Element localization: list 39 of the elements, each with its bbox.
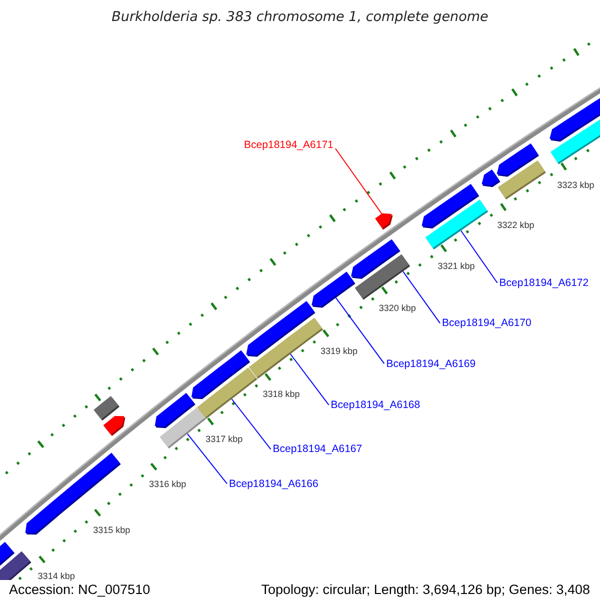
gene-bar — [160, 408, 206, 448]
map-title: Burkholderia sp. 383 chromosome 1, complete genome — [112, 10, 488, 26]
tick-label: 3321 kbp — [438, 261, 475, 272]
gene-bar — [197, 368, 258, 419]
gene-label: Bcep18194_A6167 — [272, 443, 362, 456]
tick-label: 3314 kbp — [38, 571, 75, 582]
gene-label: Bcep18194_A6166 — [228, 478, 318, 490]
tick-label: 3319 kbp — [320, 346, 358, 356]
gene-label: Bcep18194_A6172 — [499, 276, 589, 289]
leader-line — [186, 433, 228, 484]
gene-feature — [103, 416, 126, 436]
gene-bar — [0, 551, 32, 580]
gene-label: Bcep18194_A6170 — [442, 317, 532, 330]
tick-label: 3317 kbp — [206, 434, 243, 444]
tick-label: 3323 kbp — [557, 180, 594, 190]
tick-label: 3318 kbp — [262, 389, 300, 400]
gene-bar — [550, 120, 600, 164]
gene-feature — [482, 170, 500, 188]
tick-label: 3316 kbp — [149, 478, 186, 489]
tick-label: 3320 kbp — [378, 303, 416, 314]
gene-label: Bcep18194_A6169 — [386, 358, 476, 370]
gene-label: Bcep18194_A6168 — [330, 398, 420, 411]
leader-line — [231, 398, 272, 450]
gene-bar — [354, 254, 410, 300]
leader-line — [460, 230, 498, 284]
genome-summary-text: Topology: circular; Length: 3,694,126 bp; Genes: 3,408 — [261, 582, 590, 598]
accession-text: Accession: NC_007510 — [9, 582, 150, 598]
tick-label: 3322 kbp — [497, 220, 534, 230]
leader-line — [402, 270, 440, 324]
gene-feature — [375, 213, 393, 230]
gene-label: Bcep18194_A6171 — [244, 138, 334, 150]
leader-line — [334, 148, 382, 214]
gene-feature — [312, 272, 356, 308]
leader-line — [335, 297, 385, 364]
gene-bar — [425, 200, 488, 250]
gene-bar — [94, 396, 120, 421]
tick-label: 3315 kbp — [93, 524, 130, 535]
gene-bar — [498, 160, 546, 200]
leader-line — [290, 354, 330, 406]
